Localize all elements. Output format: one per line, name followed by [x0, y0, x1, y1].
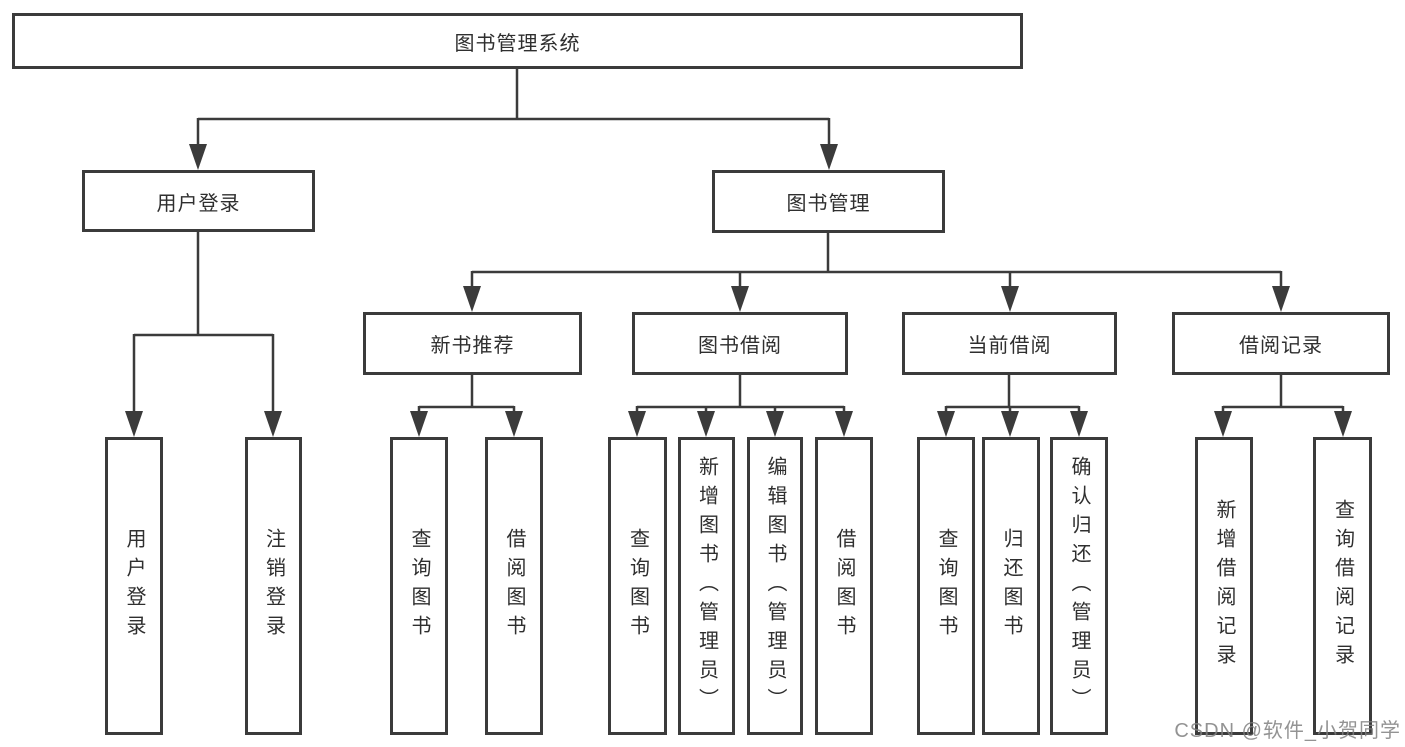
node-book-borrowing: 图书借阅: [632, 312, 848, 375]
node-library-management-system: 图书管理系统: [12, 13, 1023, 69]
node-library-management-system-label: 图书管理系统: [454, 32, 581, 55]
node-records-add-record: 新增借阅记录: [1195, 437, 1253, 735]
node-current-return-books-label: 归还图书: [1000, 528, 1022, 644]
node-current-confirm-return-admin: 确认归还（管理员）: [1050, 437, 1108, 735]
node-user-login-leaf: 用户登录: [105, 437, 163, 735]
node-borrowing-add-books-admin-label: 新增图书（管理员）: [695, 455, 718, 717]
node-records-query-record-label: 查询借阅记录: [1331, 499, 1354, 673]
node-borrowing-borrow-books: 借阅图书: [815, 437, 873, 735]
node-borrowing-borrow-books-label: 借阅图书: [833, 528, 855, 644]
node-records-add-record-label: 新增借阅记录: [1213, 499, 1235, 673]
node-user-login-leaf-label: 用户登录: [123, 528, 145, 644]
node-book-borrowing-label: 图书借阅: [698, 335, 782, 357]
node-borrowing-records: 借阅记录: [1172, 312, 1390, 375]
node-borrowing-add-books-admin: 新增图书（管理员）: [678, 437, 735, 735]
node-current-query-books-label: 查询图书: [935, 528, 957, 644]
node-current-borrowing-label: 当前借阅: [967, 335, 1052, 357]
node-new-book-recommend: 新书推荐: [363, 312, 582, 375]
node-logout-label: 注销登录: [262, 528, 285, 644]
node-borrowing-edit-books-admin: 编辑图书（管理员）: [747, 437, 803, 735]
node-user-login-label: 用户登录: [156, 192, 241, 215]
node-current-query-books: 查询图书: [917, 437, 975, 735]
node-borrowing-query-books-label: 查询图书: [626, 528, 649, 644]
node-records-query-record: 查询借阅记录: [1313, 437, 1372, 735]
node-recommend-query-books: 查询图书: [390, 437, 448, 735]
node-user-login: 用户登录: [82, 170, 315, 232]
node-recommend-borrow-books: 借阅图书: [485, 437, 543, 735]
node-book-management-label: 图书管理: [786, 193, 871, 215]
node-new-book-recommend-label: 新书推荐: [430, 335, 515, 357]
node-current-confirm-return-admin-label: 确认归还（管理员）: [1068, 455, 1090, 717]
node-borrowing-query-books: 查询图书: [608, 437, 667, 735]
node-recommend-query-books-label: 查询图书: [408, 528, 430, 644]
node-book-management: 图书管理: [712, 170, 945, 233]
node-borrowing-records-label: 借阅记录: [1239, 335, 1323, 357]
node-borrowing-edit-books-admin-label: 编辑图书（管理员）: [764, 455, 786, 717]
node-current-return-books: 归还图书: [982, 437, 1040, 735]
node-recommend-borrow-books-label: 借阅图书: [503, 528, 525, 644]
node-current-borrowing: 当前借阅: [902, 312, 1117, 375]
node-logout: 注销登录: [245, 437, 302, 735]
